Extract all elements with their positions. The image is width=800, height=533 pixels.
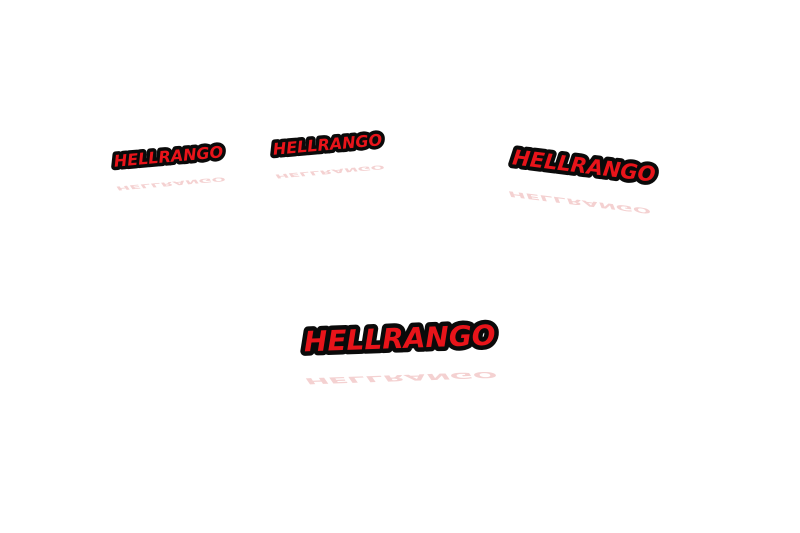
emblem-text: HELLRANGO	[511, 145, 657, 186]
emblem-text: HELLRANGO	[303, 319, 496, 359]
emblem-reflection: HELLRANGO	[275, 164, 385, 180]
emblem-reflection: HELLRANGO	[116, 176, 226, 192]
emblem-graphic: HELLRANGO HELLRANGO HELLRANGO	[110, 139, 228, 192]
emblem-reflection: HELLRANGO	[508, 189, 652, 215]
hellrango-emblem-small-left: HELLRANGO HELLRANGO HELLRANGO	[96, 134, 241, 192]
emblem-text: HELLRANGO	[272, 130, 383, 159]
hellrango-emblem-medium-right: HELLRANGO HELLRANGO HELLRANGO	[489, 134, 677, 215]
emblem-graphic: HELLRANGO HELLRANGO HELLRANGO	[299, 314, 501, 386]
hellrango-emblem-small-middle: HELLRANGO HELLRANGO HELLRANGO	[256, 122, 399, 180]
emblem-graphic: HELLRANGO HELLRANGO HELLRANGO	[507, 141, 661, 215]
emblem-graphic: HELLRANGO HELLRANGO HELLRANGO	[269, 127, 387, 180]
emblem-reflection: HELLRANGO	[305, 370, 497, 386]
emblem-text: HELLRANGO	[113, 142, 224, 171]
hellrango-emblem-large-center: HELLRANGO HELLRANGO HELLRANGO	[275, 312, 525, 386]
